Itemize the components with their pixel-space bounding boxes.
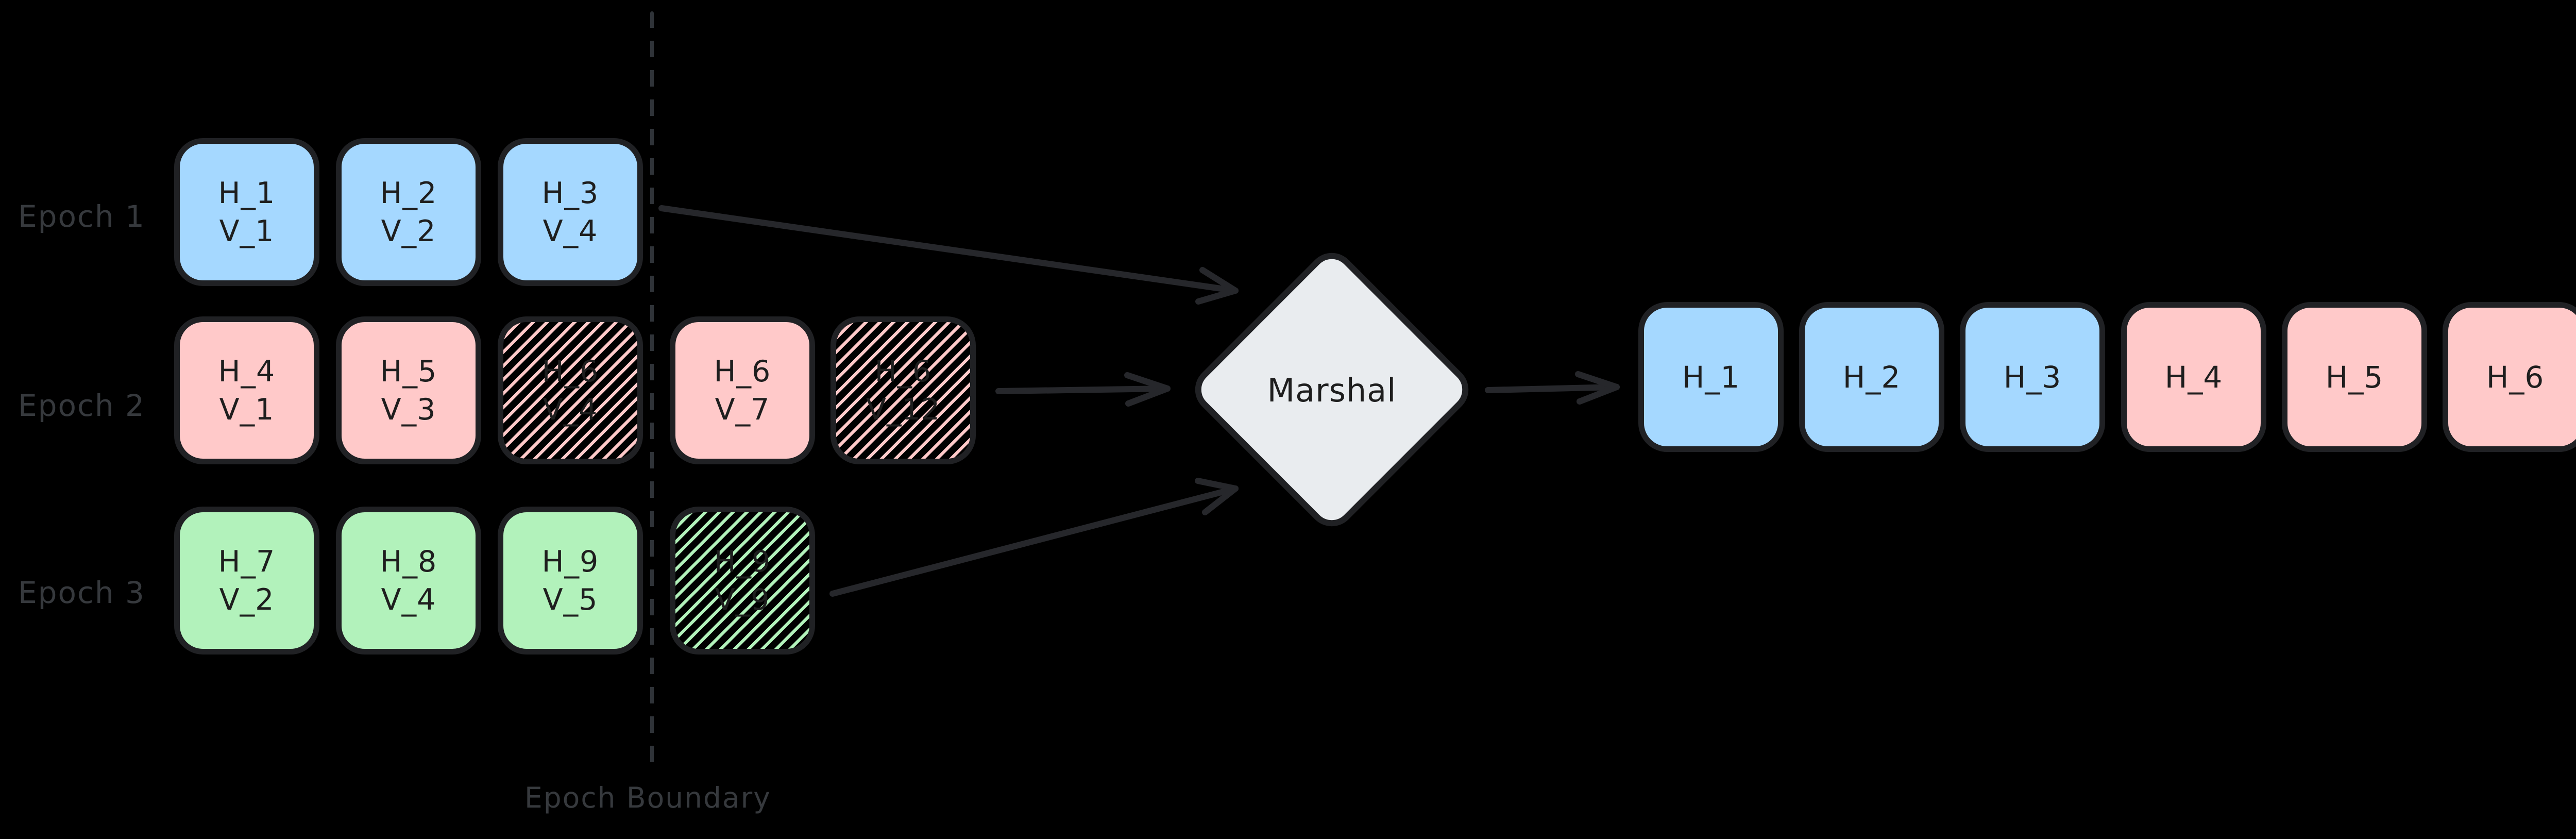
output-box-3: H_3 — [1960, 302, 2105, 452]
epoch2-box-3-hatched: H_6 V_4 — [498, 316, 643, 464]
epoch-1-label: Epoch 1 — [18, 199, 145, 234]
output-box-5: H_5 — [2282, 302, 2427, 452]
epoch3-box-2: H_8 V_4 — [336, 507, 481, 655]
v-label: V_4 — [543, 214, 598, 248]
h-label: H_1 — [218, 176, 276, 210]
h-label: H_9 — [714, 544, 771, 579]
arrow-epoch3-to-marshal — [829, 485, 1239, 597]
h-label: H_5 — [2325, 359, 2384, 395]
h-label: H_2 — [1842, 359, 1901, 395]
h-label: H_9 — [541, 544, 599, 579]
output-box-1: H_1 — [1638, 302, 1784, 452]
v-label: V_1 — [219, 392, 275, 427]
arrow-epoch2-to-marshal — [995, 385, 1171, 394]
h-label: H_6 — [541, 354, 599, 389]
h-label: H_4 — [2164, 359, 2223, 395]
arrow-epoch2-head — [1124, 372, 1171, 407]
v-label: V_4 — [543, 392, 598, 427]
h-label: H_6 — [2486, 359, 2545, 395]
epoch2-box-1: H_4 V_1 — [174, 316, 319, 464]
v-label: V_4 — [381, 582, 436, 617]
arrow-epoch3-head — [1195, 478, 1239, 515]
output-box-2: H_2 — [1799, 302, 1944, 452]
epoch-2-label: Epoch 2 — [18, 388, 145, 423]
epoch3-box-3: H_9 V_5 — [498, 507, 643, 655]
v-label: V_2 — [219, 582, 275, 617]
h-label: H_7 — [218, 544, 276, 579]
arrow-output-head — [1575, 371, 1620, 405]
v-label: V_5 — [543, 582, 598, 617]
v-label: V_7 — [715, 392, 770, 427]
v-label: V_3 — [381, 392, 436, 427]
marshal-label: Marshal — [1267, 372, 1397, 409]
epoch-3-label: Epoch 3 — [18, 575, 145, 610]
epoch1-box-1: H_1 V_1 — [174, 138, 319, 286]
v-label: V_12 — [866, 392, 941, 427]
output-box-4: H_4 — [2121, 302, 2266, 452]
arrow-marshal-to-output — [1485, 384, 1620, 393]
v-label: V_9 — [715, 582, 770, 617]
h-label: H_3 — [541, 176, 599, 210]
epoch-boundary-line — [650, 11, 654, 768]
h-label: H_8 — [380, 544, 437, 579]
h-label: H_4 — [218, 354, 276, 389]
h-label: H_1 — [1682, 359, 1740, 395]
arrow-epoch1-head — [1195, 267, 1239, 305]
h-label: H_6 — [874, 354, 932, 389]
h-label: H_3 — [2003, 359, 2062, 395]
arrow-epoch1-to-marshal — [658, 205, 1239, 294]
epoch2-box-4: H_6 V_7 — [670, 316, 815, 464]
epoch2-box-2: H_5 V_3 — [336, 316, 481, 464]
epoch1-box-2: H_2 V_2 — [336, 138, 481, 286]
h-label: H_2 — [380, 176, 437, 210]
epoch1-box-3: H_3 V_4 — [498, 138, 643, 286]
v-label: V_1 — [219, 214, 275, 248]
h-label: H_5 — [380, 354, 437, 389]
epoch3-box-1: H_7 V_2 — [174, 507, 319, 655]
v-label: V_2 — [381, 214, 436, 248]
h-label: H_6 — [714, 354, 771, 389]
epoch2-box-5-hatched: H_6 V_12 — [831, 316, 976, 464]
output-box-6: H_6 — [2443, 302, 2576, 452]
epoch3-box-4-hatched: H_9 V_9 — [670, 507, 815, 655]
